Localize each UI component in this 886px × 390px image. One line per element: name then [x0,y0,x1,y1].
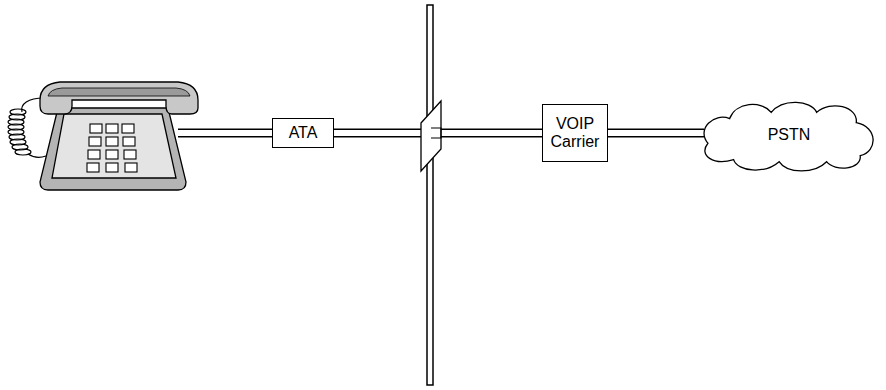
node-label: PSTN [765,126,814,144]
node-label: VOIP Carrier [543,115,607,152]
network-cloud: PSTN [700,98,878,172]
wall-plate [421,101,441,171]
process-box: ATA [272,118,334,148]
phone-cable [178,133,274,134]
telephone [8,82,198,190]
pipe-connector [608,133,704,134]
node-label: ATA [286,124,321,142]
wall [427,5,433,385]
process-box: VOIP Carrier [542,104,608,162]
